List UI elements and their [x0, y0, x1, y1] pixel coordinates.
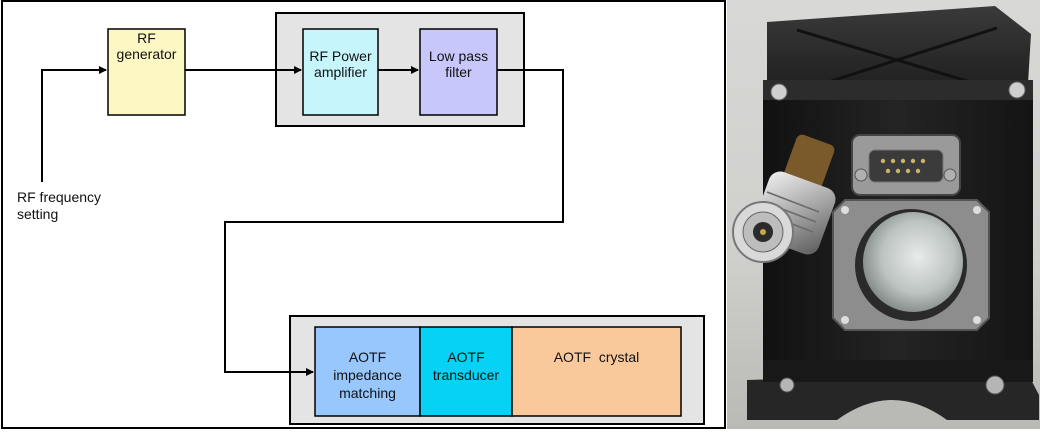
- rf-frequency-setting-label-line1: RF frequency: [17, 189, 101, 205]
- aotf-crystal-label: AOTF crystal: [554, 349, 640, 365]
- frequency-setting-arrow: [41, 66, 107, 182]
- low-pass-filter-label-line1: Low pass: [429, 48, 488, 64]
- rf-power-amplifier-label-line1: RF Power: [309, 48, 372, 64]
- aotf-transducer-box: [419, 326, 513, 417]
- aotf-transducer-label-line2: transducer: [433, 367, 499, 383]
- block-diagram-panel: RF generator RF Power amplifier Low pass…: [1, 0, 726, 429]
- aotf-module-illustration: [727, 0, 1040, 429]
- block-diagram: RF generator RF Power amplifier Low pass…: [1, 0, 726, 429]
- filter-to-aotf-arrow: [224, 69, 564, 376]
- low-pass-filter-box: [419, 28, 498, 116]
- aotf-impedance-matching-label-line1: AOTF: [349, 349, 386, 365]
- aotf-module-photo: [727, 0, 1040, 429]
- aotf-crystal-box: [511, 326, 682, 417]
- low-pass-filter-label-line2: filter: [445, 64, 472, 80]
- rf-power-amplifier-label-line2: amplifier: [314, 64, 367, 80]
- rf-generator-label-line2: generator: [117, 46, 177, 62]
- aotf-impedance-matching-box: [314, 326, 421, 417]
- aotf-impedance-matching-label-line3: matching: [339, 385, 396, 401]
- rf-frequency-setting-label-line2: setting: [17, 206, 58, 222]
- rf-power-amplifier-box: [302, 28, 379, 116]
- aotf-impedance-matching-label-line2: impedance: [333, 367, 402, 383]
- rf-generator-label-line1: RF: [137, 30, 156, 46]
- rf-generator-box: [107, 28, 186, 116]
- aotf-transducer-label-line1: AOTF: [447, 349, 484, 365]
